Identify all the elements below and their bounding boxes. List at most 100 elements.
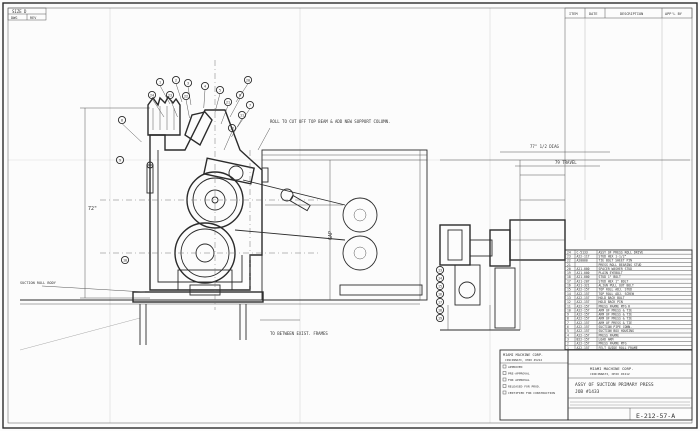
balloon-12: 12	[223, 123, 237, 151]
rev-col-description: DESCRIPTION	[620, 12, 643, 16]
balloon-14: 14	[435, 273, 445, 283]
part-item-number: 24	[567, 250, 571, 254]
balloon-23: 23	[165, 90, 178, 118]
part-description: SUCTION BOX HOUSING	[599, 329, 635, 333]
part-description: ARM OF PRESS & TIE	[599, 313, 633, 317]
part-description: TOP ROLL ADJ. SCREW	[599, 292, 635, 296]
doctor-blade	[289, 194, 311, 212]
felt-roll-lower	[342, 235, 378, 271]
balloon-label: 23	[168, 93, 172, 97]
part-description: PRESS ROLL BEARING STUD	[599, 263, 642, 267]
balloon-22: 22	[181, 91, 191, 119]
side-note: SUCTION ROLL BODY	[20, 281, 57, 285]
part-number: A21-000	[577, 271, 590, 275]
suction-box	[177, 269, 233, 291]
balloon-16: 16	[435, 289, 445, 299]
upper-lever	[184, 111, 213, 147]
part-number: A22-157	[577, 292, 590, 296]
balloon-label: 19	[438, 316, 442, 320]
company-city: CINCINNATI, OHIO 45212	[505, 358, 542, 362]
part-description: PLAIN EYEBOLT	[599, 271, 623, 275]
balloon-11: 11	[231, 110, 247, 138]
part-description: SPACER WASHER STUD	[599, 267, 633, 271]
balloon-6: 6	[229, 90, 245, 118]
part-description: STUD HEX 1-1/2"	[599, 254, 627, 258]
part-item-number: 22	[567, 259, 571, 263]
company-name-2: MIAMI MACHINE CORP.	[590, 366, 633, 371]
part-description: FELT GUIDE ROLL FRAME	[599, 346, 638, 350]
part-number: A22-157	[577, 325, 590, 329]
rev-col-item: ITEM	[569, 12, 577, 16]
part-description: TIE BOLT SHEET PIN	[599, 259, 633, 263]
balloon-label: 20	[246, 78, 250, 82]
part-description: ARM OF PRESS & TIE	[599, 308, 633, 312]
part-item-number: 7	[567, 321, 569, 325]
balloon-label: 2	[175, 78, 177, 82]
felt-frame	[261, 149, 428, 301]
balloon-label: 5	[219, 88, 221, 92]
balloon-13: 13	[435, 265, 445, 275]
part-item-number: 13	[567, 296, 571, 300]
balloon-18: 18	[435, 305, 445, 315]
roll-note: ROLL TO CUT OFF TOP BEAM & ADD NEW SUPPO…	[257, 119, 390, 151]
part-description: TOP ROLL ADJ. STUD	[599, 288, 633, 292]
balloon-label: 4	[204, 84, 206, 88]
part-description: STUD 1" BOLT	[599, 275, 621, 279]
part-item-number: 16	[567, 284, 571, 288]
adjusting-screw	[146, 164, 154, 194]
balloon-label: 3	[187, 81, 189, 85]
company-city-2: CINCINNATI, OHIO 45212	[590, 372, 630, 376]
part-item-number: 2	[567, 342, 569, 346]
balloon-20: 20	[235, 75, 253, 103]
balloon-label: 18	[438, 308, 442, 312]
balloon-label: 24	[150, 93, 154, 97]
part-number: A22-157	[577, 313, 590, 317]
part-item-number: 17	[567, 279, 571, 283]
approval-row: RELEASED FOR PROD.	[502, 384, 541, 389]
approval-row: FOR APPROVAL	[502, 377, 530, 382]
balloon-1: 1	[155, 77, 171, 105]
part-number: A22-117	[577, 254, 590, 258]
side-bolt	[261, 167, 269, 183]
job-number: JOB #1433	[575, 389, 600, 395]
drive-pedestal-left	[454, 264, 481, 306]
part-number: A21-321	[577, 284, 590, 288]
balloon-10: 10	[120, 255, 130, 265]
part-description: ALIGN PULL OUT BOLT	[599, 284, 635, 288]
drawing-title: ASSY OF SUCTION PRIMARY PRESS	[575, 382, 654, 388]
part-description: HOLD BACK PIN	[599, 300, 623, 304]
dim-left-label: 72"	[88, 206, 97, 212]
title-block: MIAMI MACHINE CORP. CINCINNATI, OHIO 452…	[499, 349, 693, 421]
part-number: A22-157	[577, 288, 590, 292]
balloon-label: 11	[240, 113, 244, 117]
balloon-label: 17	[438, 300, 442, 304]
dim-mid-right: 79 TRAVEL	[555, 160, 577, 165]
part-number: B22-157	[577, 337, 590, 341]
part-item-number: 19	[567, 271, 571, 275]
press-elevation: 72"	[19, 60, 420, 351]
part-item-number: 6	[567, 325, 569, 329]
company-name: MIAMI MACHINE CORP.	[503, 353, 543, 357]
balloon-24: 24	[147, 90, 165, 118]
part-description: LOAD ARM	[599, 337, 614, 341]
balloon-19: 19	[435, 313, 445, 323]
balloon-label: 9	[119, 158, 121, 162]
approval-label: RELEASED FOR PROD.	[508, 385, 541, 389]
press-base	[132, 291, 264, 303]
part-number: A22-157	[577, 333, 590, 337]
balloon-label: 16	[438, 292, 442, 296]
part-description: PRESS FRAME MTG R	[599, 304, 631, 308]
parts-row: 19 A21-000 PLAIN EYEBOLT	[565, 271, 692, 276]
part-number: A22-157	[577, 342, 590, 346]
